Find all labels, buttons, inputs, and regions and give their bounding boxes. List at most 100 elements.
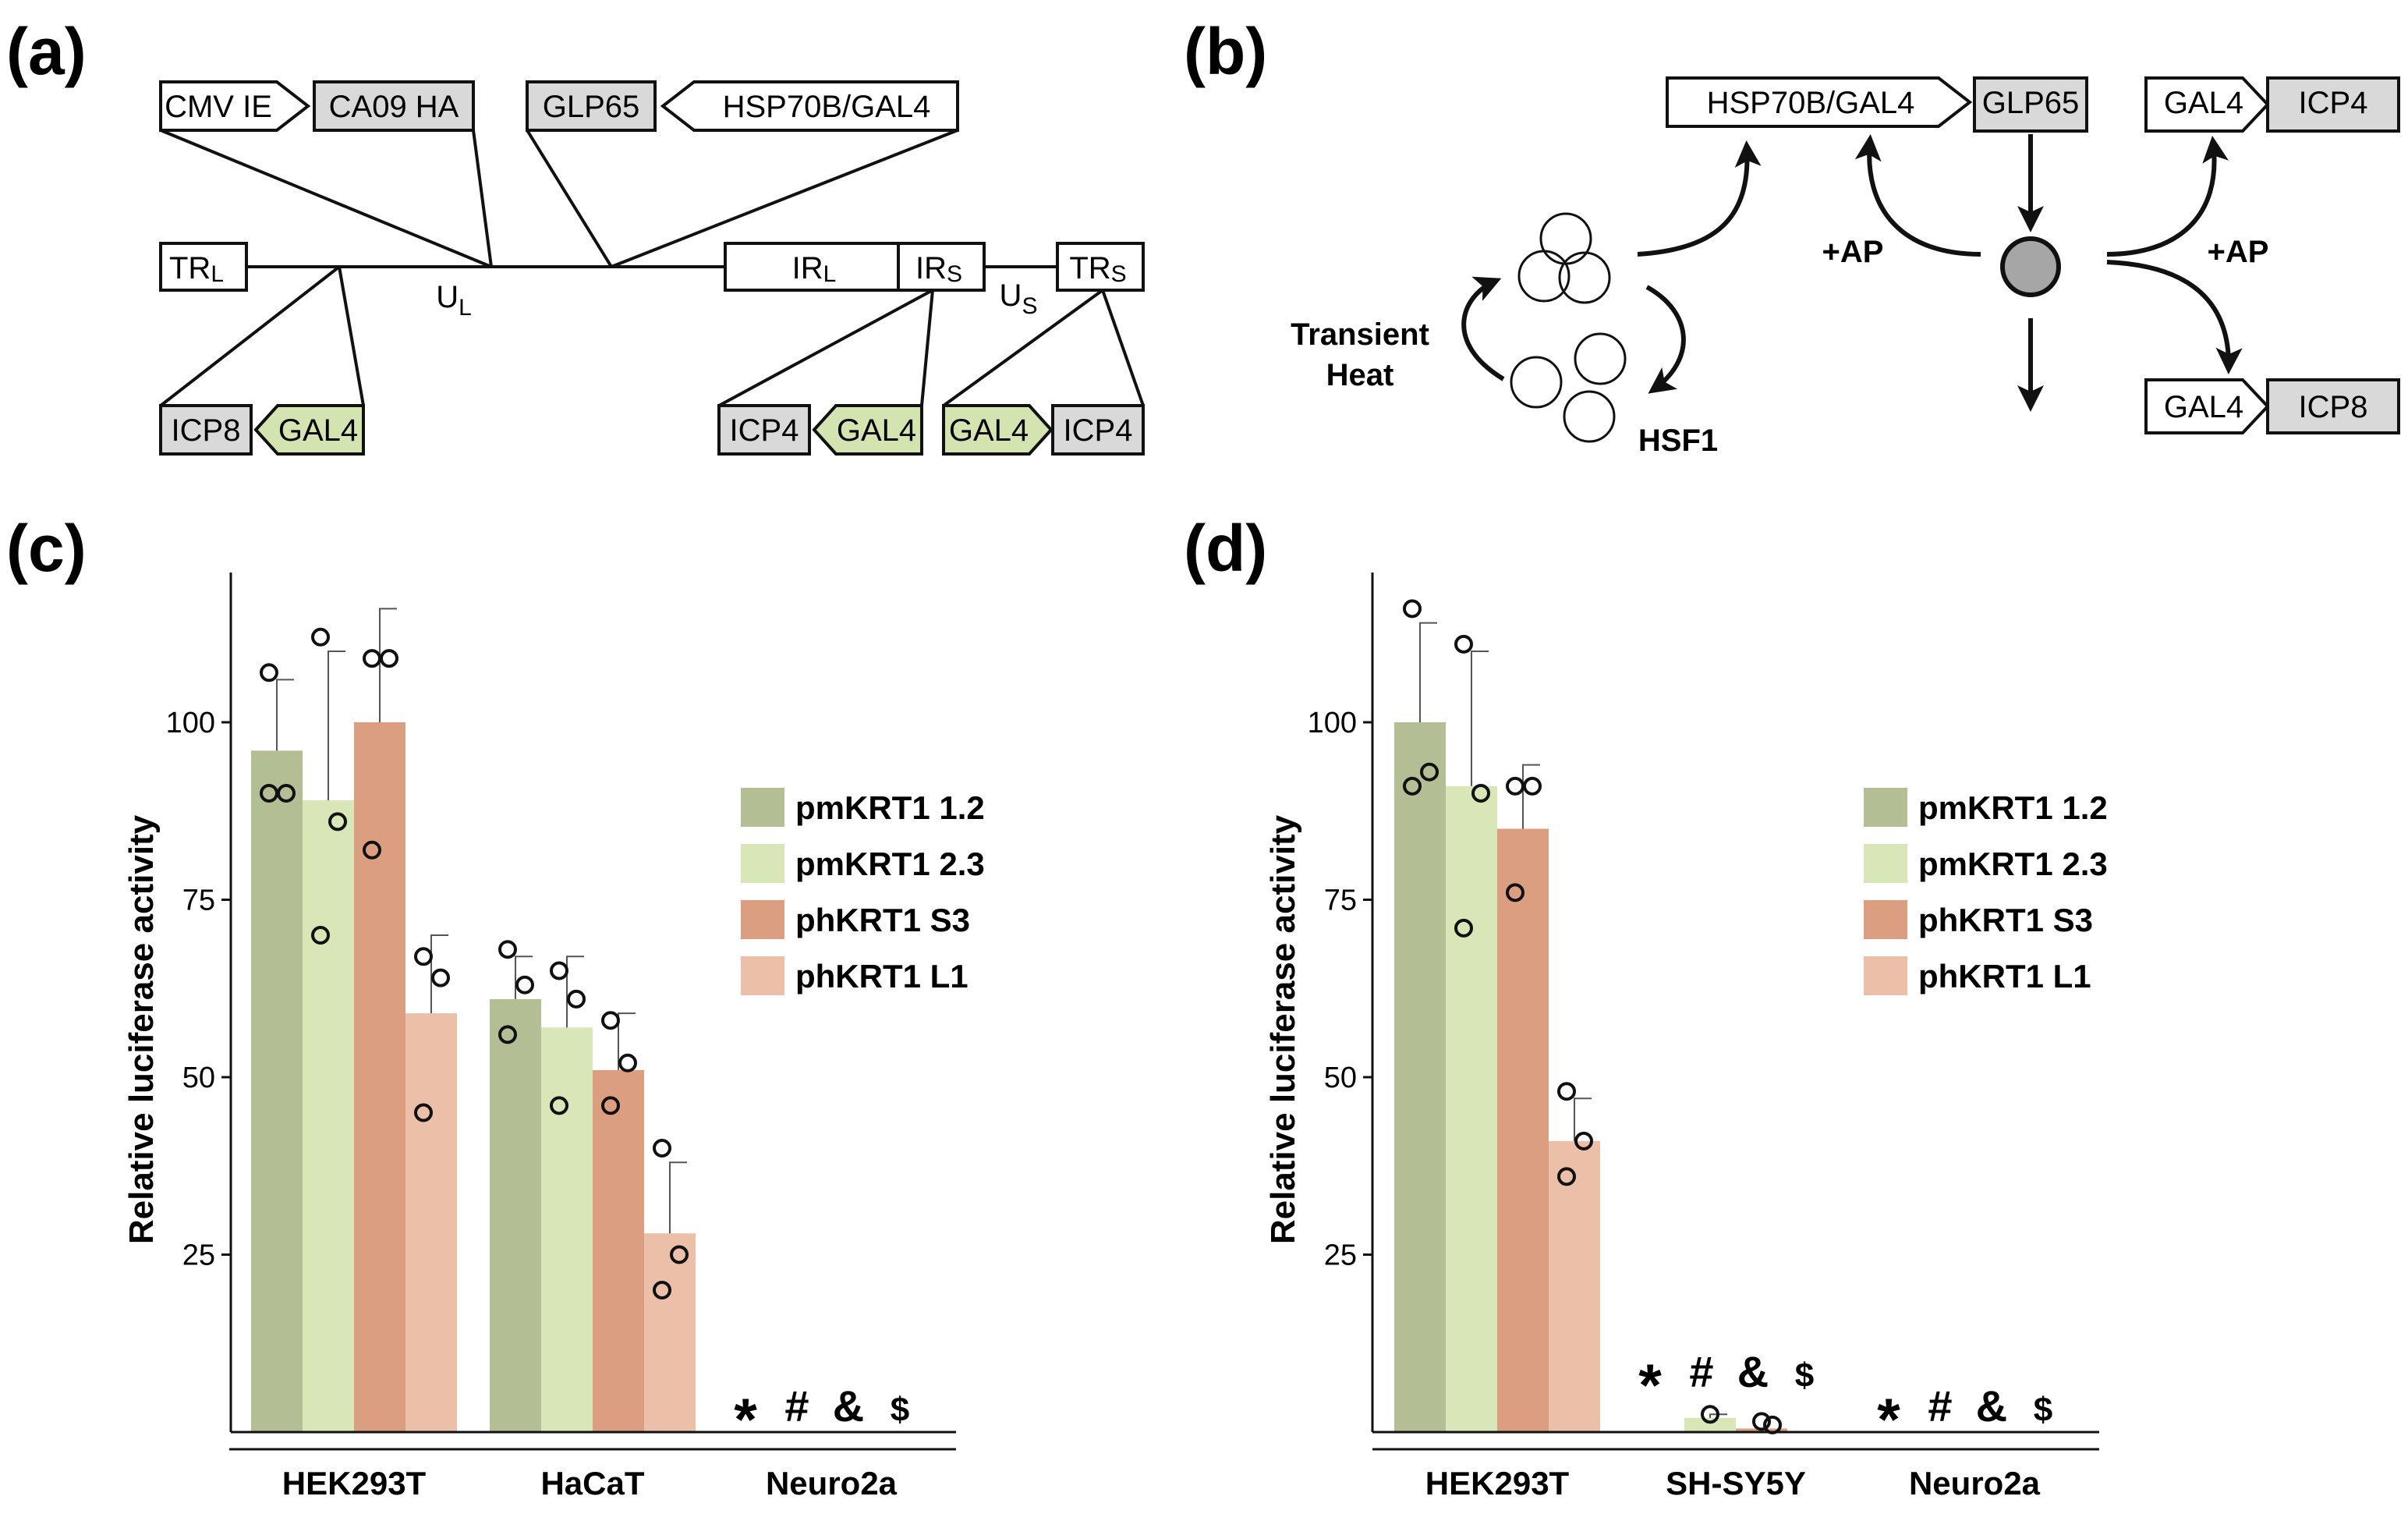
- us-main: U: [1000, 278, 1022, 313]
- promoter-arrow-gal4-icp4-a: [812, 404, 923, 456]
- bar: [1684, 1417, 1736, 1432]
- significance-symbol: &: [833, 1381, 864, 1431]
- icp8-box: [2266, 378, 2400, 434]
- legend-label: pmKRT1 2.3: [1918, 846, 2108, 882]
- data-point: [363, 840, 381, 860]
- promoter-arrow-cmv: [159, 80, 311, 132]
- cassette-icp8-gal4: ICP8 GAL4: [159, 404, 365, 456]
- trs-box: [1056, 242, 1145, 292]
- legend-label: phKRT1 S3: [795, 902, 970, 938]
- bar: [1446, 785, 1497, 1432]
- gene-box-icp4-b: [1051, 404, 1145, 456]
- hsf1-monomer-circle-2: [1574, 332, 1627, 385]
- data-point: [601, 1096, 620, 1115]
- bar: [644, 1233, 696, 1432]
- significance-symbol: #: [1928, 1381, 1952, 1431]
- legend-swatch: [741, 788, 784, 827]
- b-hsp70b-label: HSP70B/GAL4: [1707, 86, 1915, 120]
- bar: [303, 800, 354, 1432]
- glp65-box: [1973, 76, 2088, 133]
- data-point: [431, 968, 450, 987]
- us-sub: S: [1022, 293, 1037, 319]
- feedback-arrow-hsp: [1854, 134, 1981, 257]
- legend-swatch: [741, 844, 784, 883]
- legend-label: phKRT1 L1: [1918, 958, 2091, 994]
- data-point: [550, 1096, 568, 1115]
- data-point: [1403, 599, 1422, 619]
- significance-symbol: *: [734, 1387, 757, 1453]
- y-tick-label: 25: [182, 1239, 215, 1272]
- connector-icp4b-right: [1101, 289, 1145, 406]
- legend-label: phKRT1 S3: [1918, 902, 2093, 938]
- data-point: [618, 1053, 637, 1072]
- panel-d-label: (d): [1184, 512, 1267, 585]
- connector-icp4b-left: [942, 289, 1104, 407]
- connector-ca09-right: [472, 129, 493, 268]
- data-point: [414, 1103, 433, 1122]
- legend-label: pmKRT1 2.3: [795, 846, 985, 882]
- x-category-label: HEK293T: [282, 1465, 427, 1502]
- panel-a: (a) CMV IE CA09 HA GLP65 HSP70B/GAL4 TRL…: [6, 15, 1145, 456]
- data-point: [1557, 1167, 1576, 1186]
- data-point: [260, 663, 278, 682]
- promoter-arrow-hsp: [660, 80, 959, 132]
- data-point: [380, 649, 398, 668]
- legend-swatch: [741, 900, 784, 939]
- bar: [251, 750, 303, 1432]
- y-tick-label: 75: [1324, 885, 1357, 917]
- data-point: [311, 627, 330, 647]
- x-category-label: SH-SY5Y: [1666, 1465, 1806, 1502]
- ul-main: U: [436, 280, 459, 314]
- legend-swatch: [741, 956, 784, 995]
- significance-symbol: $: [2034, 1391, 2052, 1429]
- cassette-glp65-hsp: GLP65 HSP70B/GAL4: [526, 80, 959, 132]
- legend-swatch: [1864, 788, 1907, 827]
- bar: [354, 722, 405, 1432]
- icp4-box: [2266, 76, 2400, 133]
- data-point: [1506, 776, 1524, 796]
- irs-main: IR: [915, 251, 947, 285]
- significance-symbol: *: [1877, 1387, 1900, 1453]
- connector-glp65-left: [526, 129, 613, 268]
- cassette-icp4-gal4: ICP4 GAL4: [717, 404, 923, 456]
- heat-cycle-arrow-down: [1645, 285, 1686, 394]
- bar: [541, 1027, 593, 1432]
- hsf1-monomer-circle-3: [1563, 390, 1616, 443]
- ap-left-label: +AP: [1822, 235, 1884, 269]
- connector-icp8-right: [338, 266, 365, 406]
- ap-right-label: +AP: [2208, 235, 2269, 269]
- data-point: [567, 989, 586, 1009]
- data-point: [670, 1245, 689, 1264]
- connector-icp4a-left: [718, 289, 933, 407]
- hsp70b-promoter-arrow: [1666, 76, 1973, 128]
- hsf1-to-hsp-arrow: [1637, 140, 1762, 257]
- significance-symbol: *: [1638, 1353, 1662, 1419]
- arrow-to-icp8: [2106, 260, 2243, 374]
- data-point: [1506, 883, 1524, 902]
- b-icp8-label: ICP8: [2299, 390, 2368, 424]
- data-point: [498, 1025, 517, 1044]
- data-point: [1454, 918, 1473, 938]
- data-point: [260, 784, 278, 803]
- gal4-promoter-icp8: [2144, 378, 2270, 434]
- b-glp65-label: GLP65: [1982, 86, 2080, 120]
- hsf1-trimer-circle-3: [1558, 251, 1611, 304]
- data-point: [1403, 776, 1422, 796]
- legend-label: pmKRT1 1.2: [795, 789, 985, 826]
- y-tick-label: 25: [1324, 1239, 1357, 1272]
- icp4-label-b: ICP4: [1064, 413, 1133, 448]
- b-gal4-icp4-label: GAL4: [2164, 86, 2243, 120]
- data-point: [1471, 784, 1490, 803]
- gal4-label-icp4-b: GAL4: [949, 413, 1029, 448]
- panel-b: (b) HSP70B/GAL4 GLP65 GAL4 ICP4 GAL4 ICP…: [1184, 15, 2400, 458]
- y-axis-title: Relative luciferase activity: [1264, 814, 1302, 1244]
- data-point: [1752, 1412, 1771, 1431]
- trl-main: TR: [169, 251, 211, 285]
- bar: [405, 1013, 457, 1432]
- bar: [1549, 1140, 1600, 1432]
- trl-box: [159, 242, 248, 292]
- y-tick-label: 75: [182, 885, 215, 917]
- legend-swatch: [1864, 956, 1907, 995]
